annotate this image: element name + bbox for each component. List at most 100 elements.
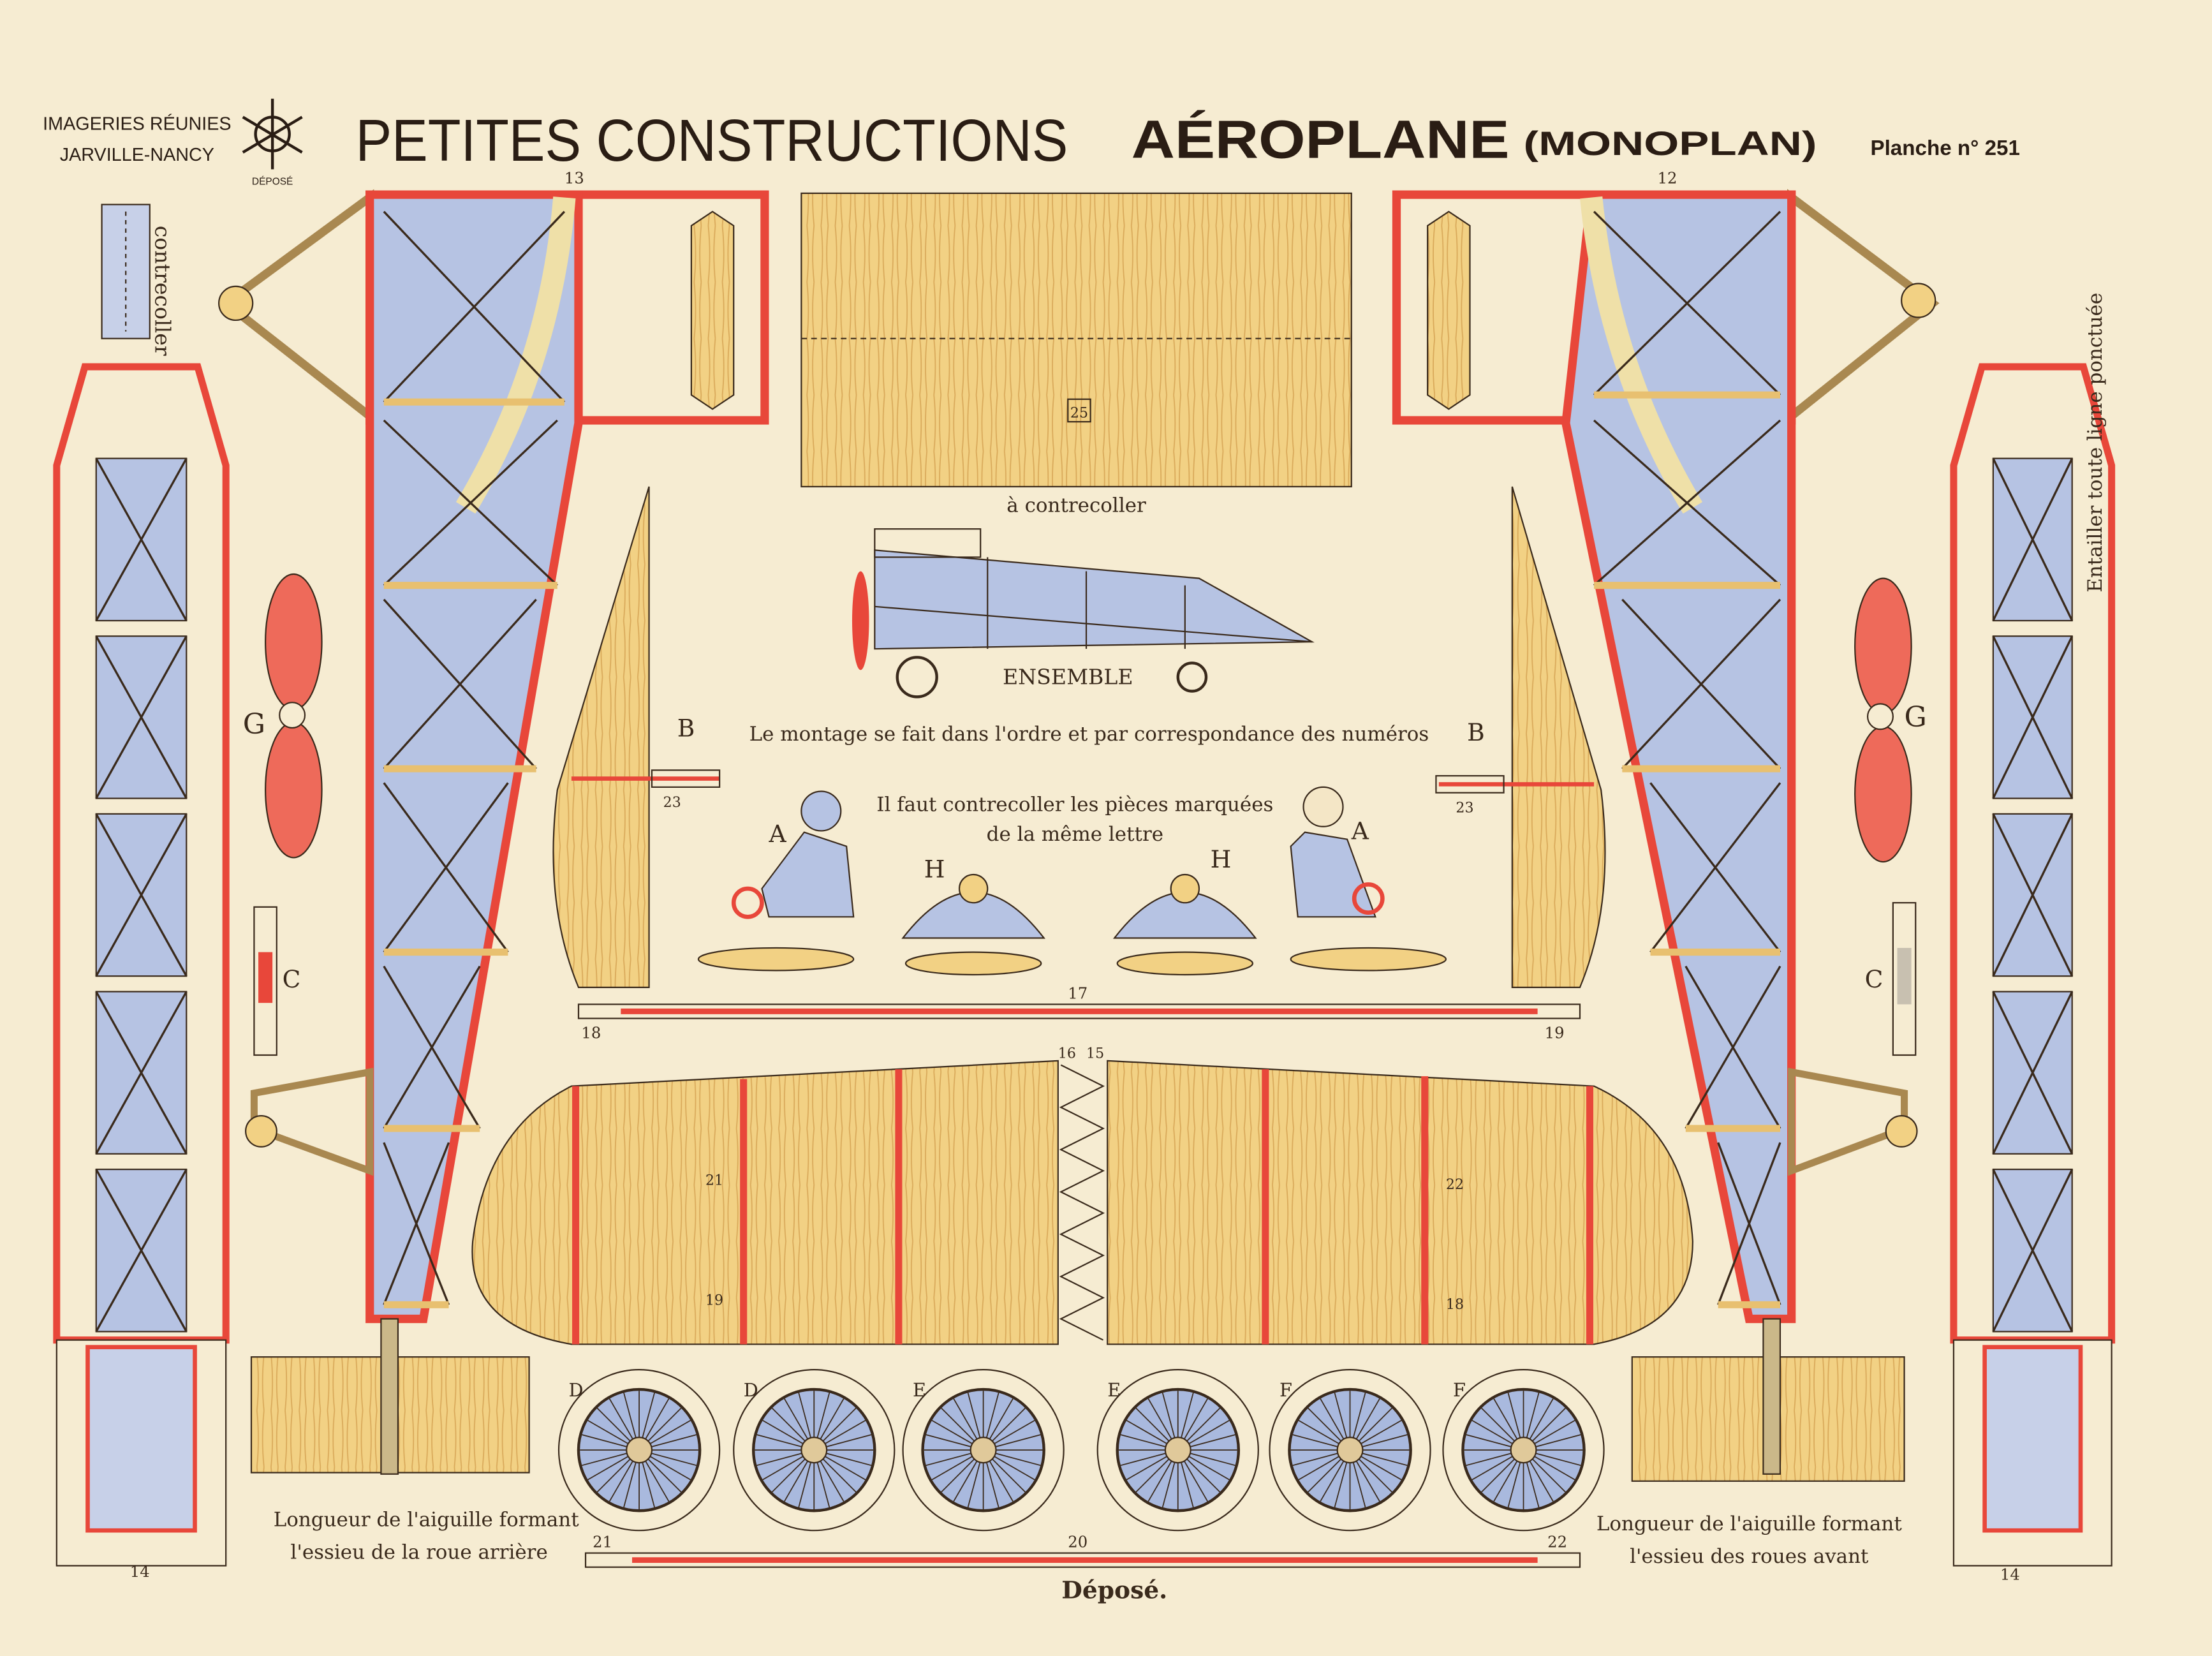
letter-c: C [1865,965,1884,993]
cross-brace [95,991,188,1155]
left-fuselage-side [218,189,769,1475]
cross-brace [1685,965,1781,1129]
engine-right: H [1113,845,1257,976]
letter-b: B [677,714,695,742]
top-wing-panel: 25 à contrecoller [800,192,1352,517]
part-number: 14 [2000,1565,2020,1584]
letter-h: H [1211,845,1232,873]
cross-brace [1649,782,1781,953]
part-number: 18 [581,1023,601,1042]
right-fuselage-bracing [1593,211,1781,1308]
cross-brace [1593,419,1781,586]
left-tower-piece [53,363,230,1567]
part-number: 16 [1058,1045,1076,1061]
main-wing: 21 19 22 18 16 15 [471,1045,1693,1345]
part-number: 14 [130,1562,150,1581]
wheel: D [733,1369,896,1532]
tower-base-panel [1982,1345,2083,1533]
cross-brace [1717,1142,1781,1305]
part-number: 19 [1545,1023,1565,1042]
letter-g: G [1905,701,1927,734]
part-number: 23 [663,794,681,811]
cross-brace [383,419,558,586]
right-c-tab: C [1865,902,1917,1056]
pilot-left: A [697,790,855,972]
letter-h: H [924,855,945,883]
wheel: D [557,1369,721,1532]
axle-rod-17: 17 18 19 [577,984,1581,1042]
cross-brace [383,782,509,953]
right-tower-piece [1950,363,2116,1567]
wheel-letter: E [1107,1379,1121,1401]
wheel: E [902,1369,1065,1532]
ensemble-label: ENSEMBLE [1003,664,1133,689]
part-number: 15 [1086,1045,1104,1061]
letter-c: C [283,965,301,993]
pilot-right: A [1290,786,1447,972]
part-number: 17 [1068,984,1088,1003]
contrecoller-instructions-2: de la même lettre [987,823,1163,846]
wheel-hub [1510,1437,1537,1464]
a-contrecoller-label: à contrecoller [1006,494,1146,517]
cross-brace [383,598,537,770]
cross-brace [1992,457,2074,621]
wheel-hub [626,1437,653,1464]
part-number: 22 [1547,1533,1567,1551]
cross-brace [383,965,481,1129]
wheel: F [1442,1369,1605,1532]
wheel-letter: D [569,1379,584,1401]
part-number: 20 [1068,1533,1088,1551]
wheel-hub [1336,1437,1364,1464]
cross-brace [95,813,188,977]
cross-brace [1992,813,2074,977]
left-propeller: G [243,573,323,859]
cross-brace [383,211,566,403]
logo-caption: DÉPOSÉ [252,177,293,188]
part-number: 12 [1658,168,1677,187]
wheel-hub [800,1437,828,1464]
part-number: 22 [1446,1176,1464,1193]
cross-brace [1593,211,1781,396]
publisher-city: JARVILLE-NANCY [60,145,214,165]
contrecoller-strip: contrecoller [101,203,175,356]
front-axle-caption: Longueur de l'aiguille formant [1596,1512,1902,1535]
part-number: 18 [1446,1296,1464,1313]
letter-a: A [769,820,787,848]
subject-title: AÉROPLANE [1132,110,1510,170]
publisher-logo [242,98,303,170]
part-number: 13 [564,168,584,187]
axle-rod-20: 20 21 22 [584,1533,1581,1568]
letter-b: B [1467,718,1485,746]
letter-g: G [243,708,265,741]
wheel-letter: F [1453,1379,1466,1401]
cross-brace [1992,1169,2074,1333]
subtitle: (MONOPLAN) [1524,125,1817,163]
rear-axle-caption-2: l'essieu de la roue arrière [290,1541,547,1564]
left-c-tab: C [253,906,301,1056]
wheel: E [1096,1369,1259,1532]
part-number: 21 [593,1533,612,1551]
right-fuselage-side [1392,189,1940,1482]
part-number: 25 [1070,405,1088,422]
left-fuselage-bracing [383,211,566,1308]
contrecoller-label: contrecoller [151,226,175,356]
cross-brace [1992,991,2074,1155]
part-number: 23 [1456,800,1473,817]
cross-brace [1621,598,1781,770]
wheel-letter: D [744,1379,758,1401]
right-propeller: G [1854,577,1927,863]
contrecoller-instructions: Il faut contrecoller les pièces marquées [876,793,1273,816]
publisher-name: IMAGERIES RÉUNIES [43,113,231,134]
cross-brace [1992,635,2074,799]
part-number: 21 [705,1172,723,1188]
cross-brace [95,1169,188,1333]
right-rudder: B 23 [1435,486,1606,988]
tower-base-panel [85,1345,197,1533]
part-number: 19 [705,1292,723,1308]
wheel-hub [970,1437,997,1464]
cross-brace [383,1142,450,1306]
cross-brace [95,457,188,621]
wheel: F [1269,1369,1431,1532]
